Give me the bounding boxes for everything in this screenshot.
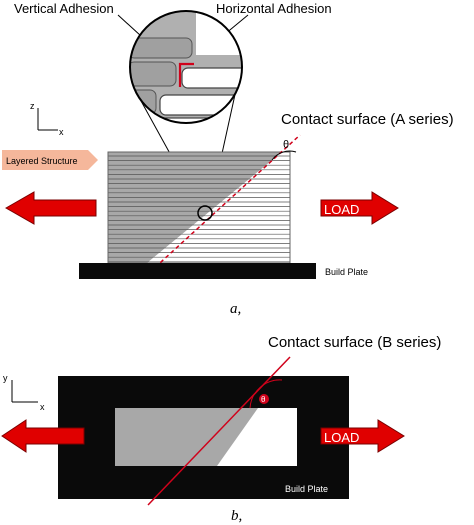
load-label-a: LOAD bbox=[324, 202, 359, 217]
right-load-arrow-b: LOAD bbox=[320, 419, 405, 453]
panel-b: Contact surface (B series) y x θ LOAD bbox=[1, 334, 441, 524]
build-plate-label-b: Build Plate bbox=[285, 484, 328, 494]
layered-structure-label: Layered Structure bbox=[6, 156, 78, 166]
vertical-adhesion-label: Vertical Adhesion bbox=[14, 1, 114, 16]
left-load-arrow bbox=[4, 191, 97, 225]
layered-structure-arrow: Layered Structure bbox=[2, 150, 98, 170]
theta-label-b: θ bbox=[261, 395, 266, 404]
left-load-arrow-b bbox=[1, 419, 85, 453]
axes-yx: y x bbox=[3, 373, 45, 412]
specimen-b-gray bbox=[115, 408, 258, 466]
caption-b: b, bbox=[231, 508, 242, 524]
caption-a: a, bbox=[230, 301, 241, 317]
theta-arc-a bbox=[271, 150, 297, 161]
load-label-b: LOAD bbox=[324, 430, 359, 445]
specimen-white-part bbox=[147, 152, 290, 263]
contact-surface-b-line bbox=[147, 356, 291, 506]
axis-x-label-b: x bbox=[40, 402, 45, 412]
theta-arc-b bbox=[249, 379, 283, 409]
specimen-gray-part bbox=[108, 152, 282, 263]
theta-dot-b bbox=[259, 394, 269, 404]
contact-surface-a-line bbox=[149, 134, 301, 273]
magnified-detail bbox=[129, 10, 243, 124]
contact-surface-b-label: Contact surface (B series) bbox=[268, 334, 441, 351]
build-plate-label-a: Build Plate bbox=[325, 267, 368, 277]
right-load-arrow-a: LOAD bbox=[320, 191, 399, 225]
horizontal-adhesion-label: Horizontal Adhesion bbox=[216, 1, 332, 16]
axis-x-label: x bbox=[59, 127, 64, 137]
axes-zx: z x bbox=[30, 101, 64, 137]
detail-marker bbox=[197, 205, 213, 221]
contact-surface-a-label: Contact surface (A series) bbox=[281, 111, 454, 128]
axis-z-label: z bbox=[30, 101, 35, 111]
panel-a: Vertical Adhesion Horizontal Adhesion bbox=[2, 1, 454, 317]
theta-label-a: θ bbox=[283, 139, 289, 151]
build-plate-a bbox=[79, 263, 316, 279]
axis-y-label: y bbox=[3, 373, 8, 383]
